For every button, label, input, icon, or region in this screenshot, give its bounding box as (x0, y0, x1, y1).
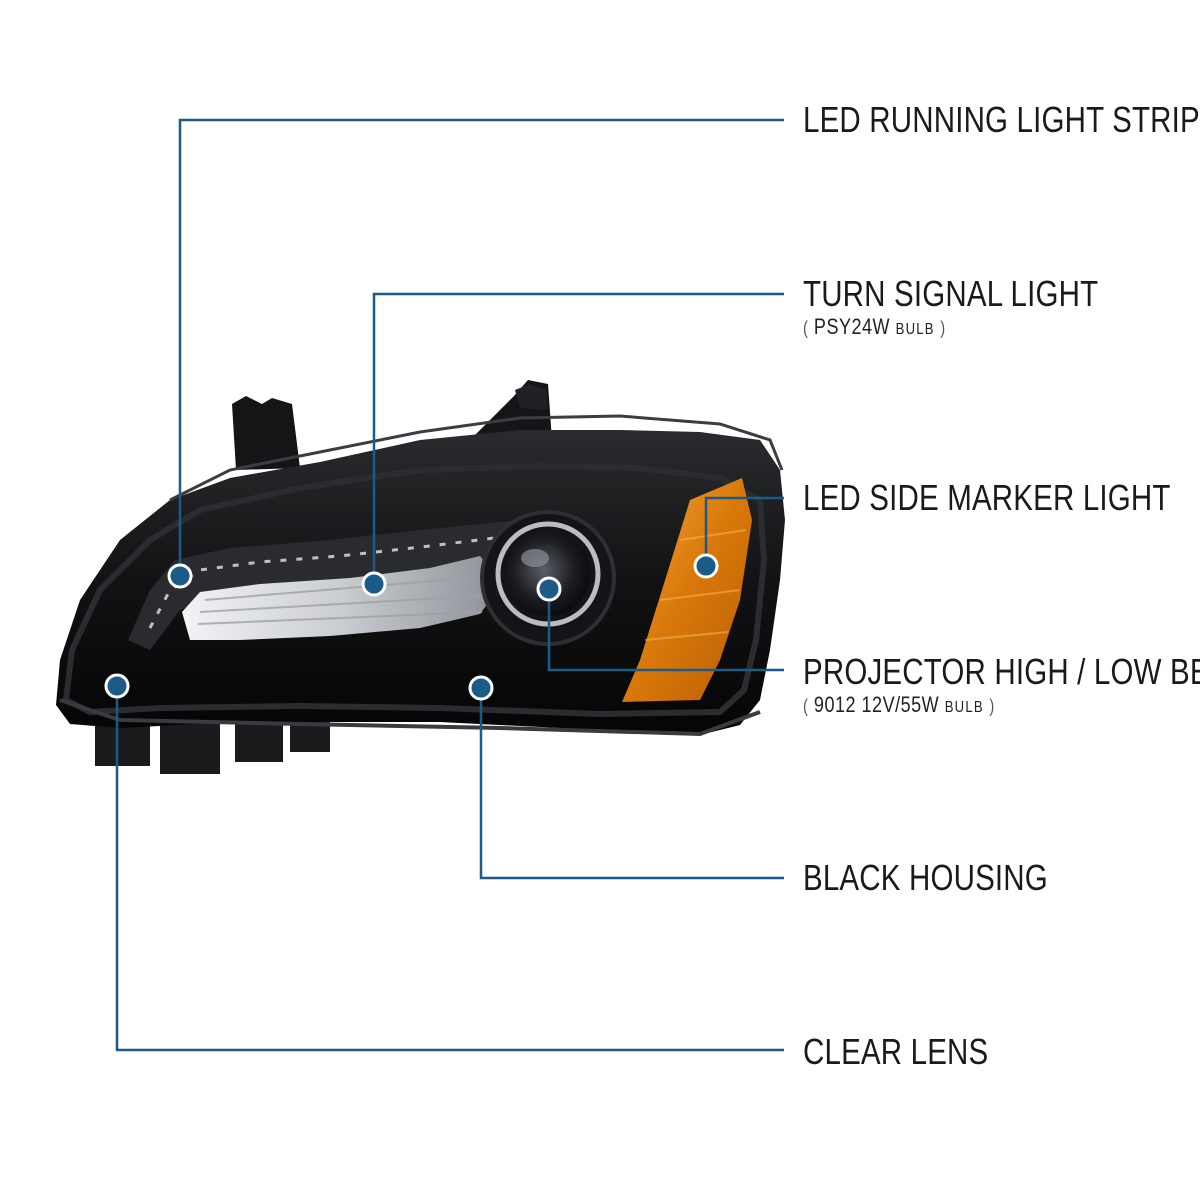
leader-line-housing (479, 688, 784, 880)
dot-side-marker (693, 553, 719, 579)
callout-turn-signal-light: TURN SIGNAL LIGHT ( PSY24W BULB ) (803, 274, 1098, 343)
callout-dots (104, 553, 719, 701)
mounting-bracket-left (232, 396, 300, 470)
callout-label: BLACK HOUSING (803, 857, 1048, 898)
dot-projector (536, 576, 562, 602)
callout-projector-beam: PROJECTOR HIGH / LOW BEAM ( 9012 12V/55W… (803, 652, 1200, 721)
callout-led-side-marker-light: LED SIDE MARKER LIGHT (803, 478, 1171, 518)
callout-label: LED RUNNING LIGHT STRIP (803, 99, 1200, 140)
callout-label: CLEAR LENS (803, 1031, 989, 1072)
callout-bulb-spec: ( PSY24W BULB ) (803, 314, 946, 339)
drl-strip (128, 520, 540, 650)
headlight-illustration (56, 380, 785, 774)
dot-lens (104, 673, 130, 699)
leader-line-led-running (178, 118, 784, 576)
callout-bulb-spec: ( 9012 12V/55W BULB ) (803, 692, 995, 717)
callout-led-running-light-strip: LED RUNNING LIGHT STRIP (803, 100, 1200, 140)
callout-clear-lens: CLEAR LENS (803, 1032, 988, 1072)
callout-label: LED SIDE MARKER LIGHT (803, 477, 1171, 518)
leader-line-turn-signal (372, 292, 784, 584)
callout-label: PROJECTOR HIGH / LOW BEAM (803, 651, 1200, 692)
turn-signal-lens (182, 556, 502, 640)
leader-lines (115, 118, 784, 1052)
dot-led-running (167, 563, 193, 589)
callout-black-housing: BLACK HOUSING (803, 858, 1048, 898)
leader-line-projector (547, 589, 784, 672)
dot-turn-signal (361, 571, 387, 597)
leader-line-side-marker (704, 496, 784, 566)
leader-line-lens (115, 686, 784, 1052)
callout-label: TURN SIGNAL LIGHT (803, 273, 1099, 314)
bezel-ring (62, 462, 768, 718)
dot-housing (468, 675, 494, 701)
